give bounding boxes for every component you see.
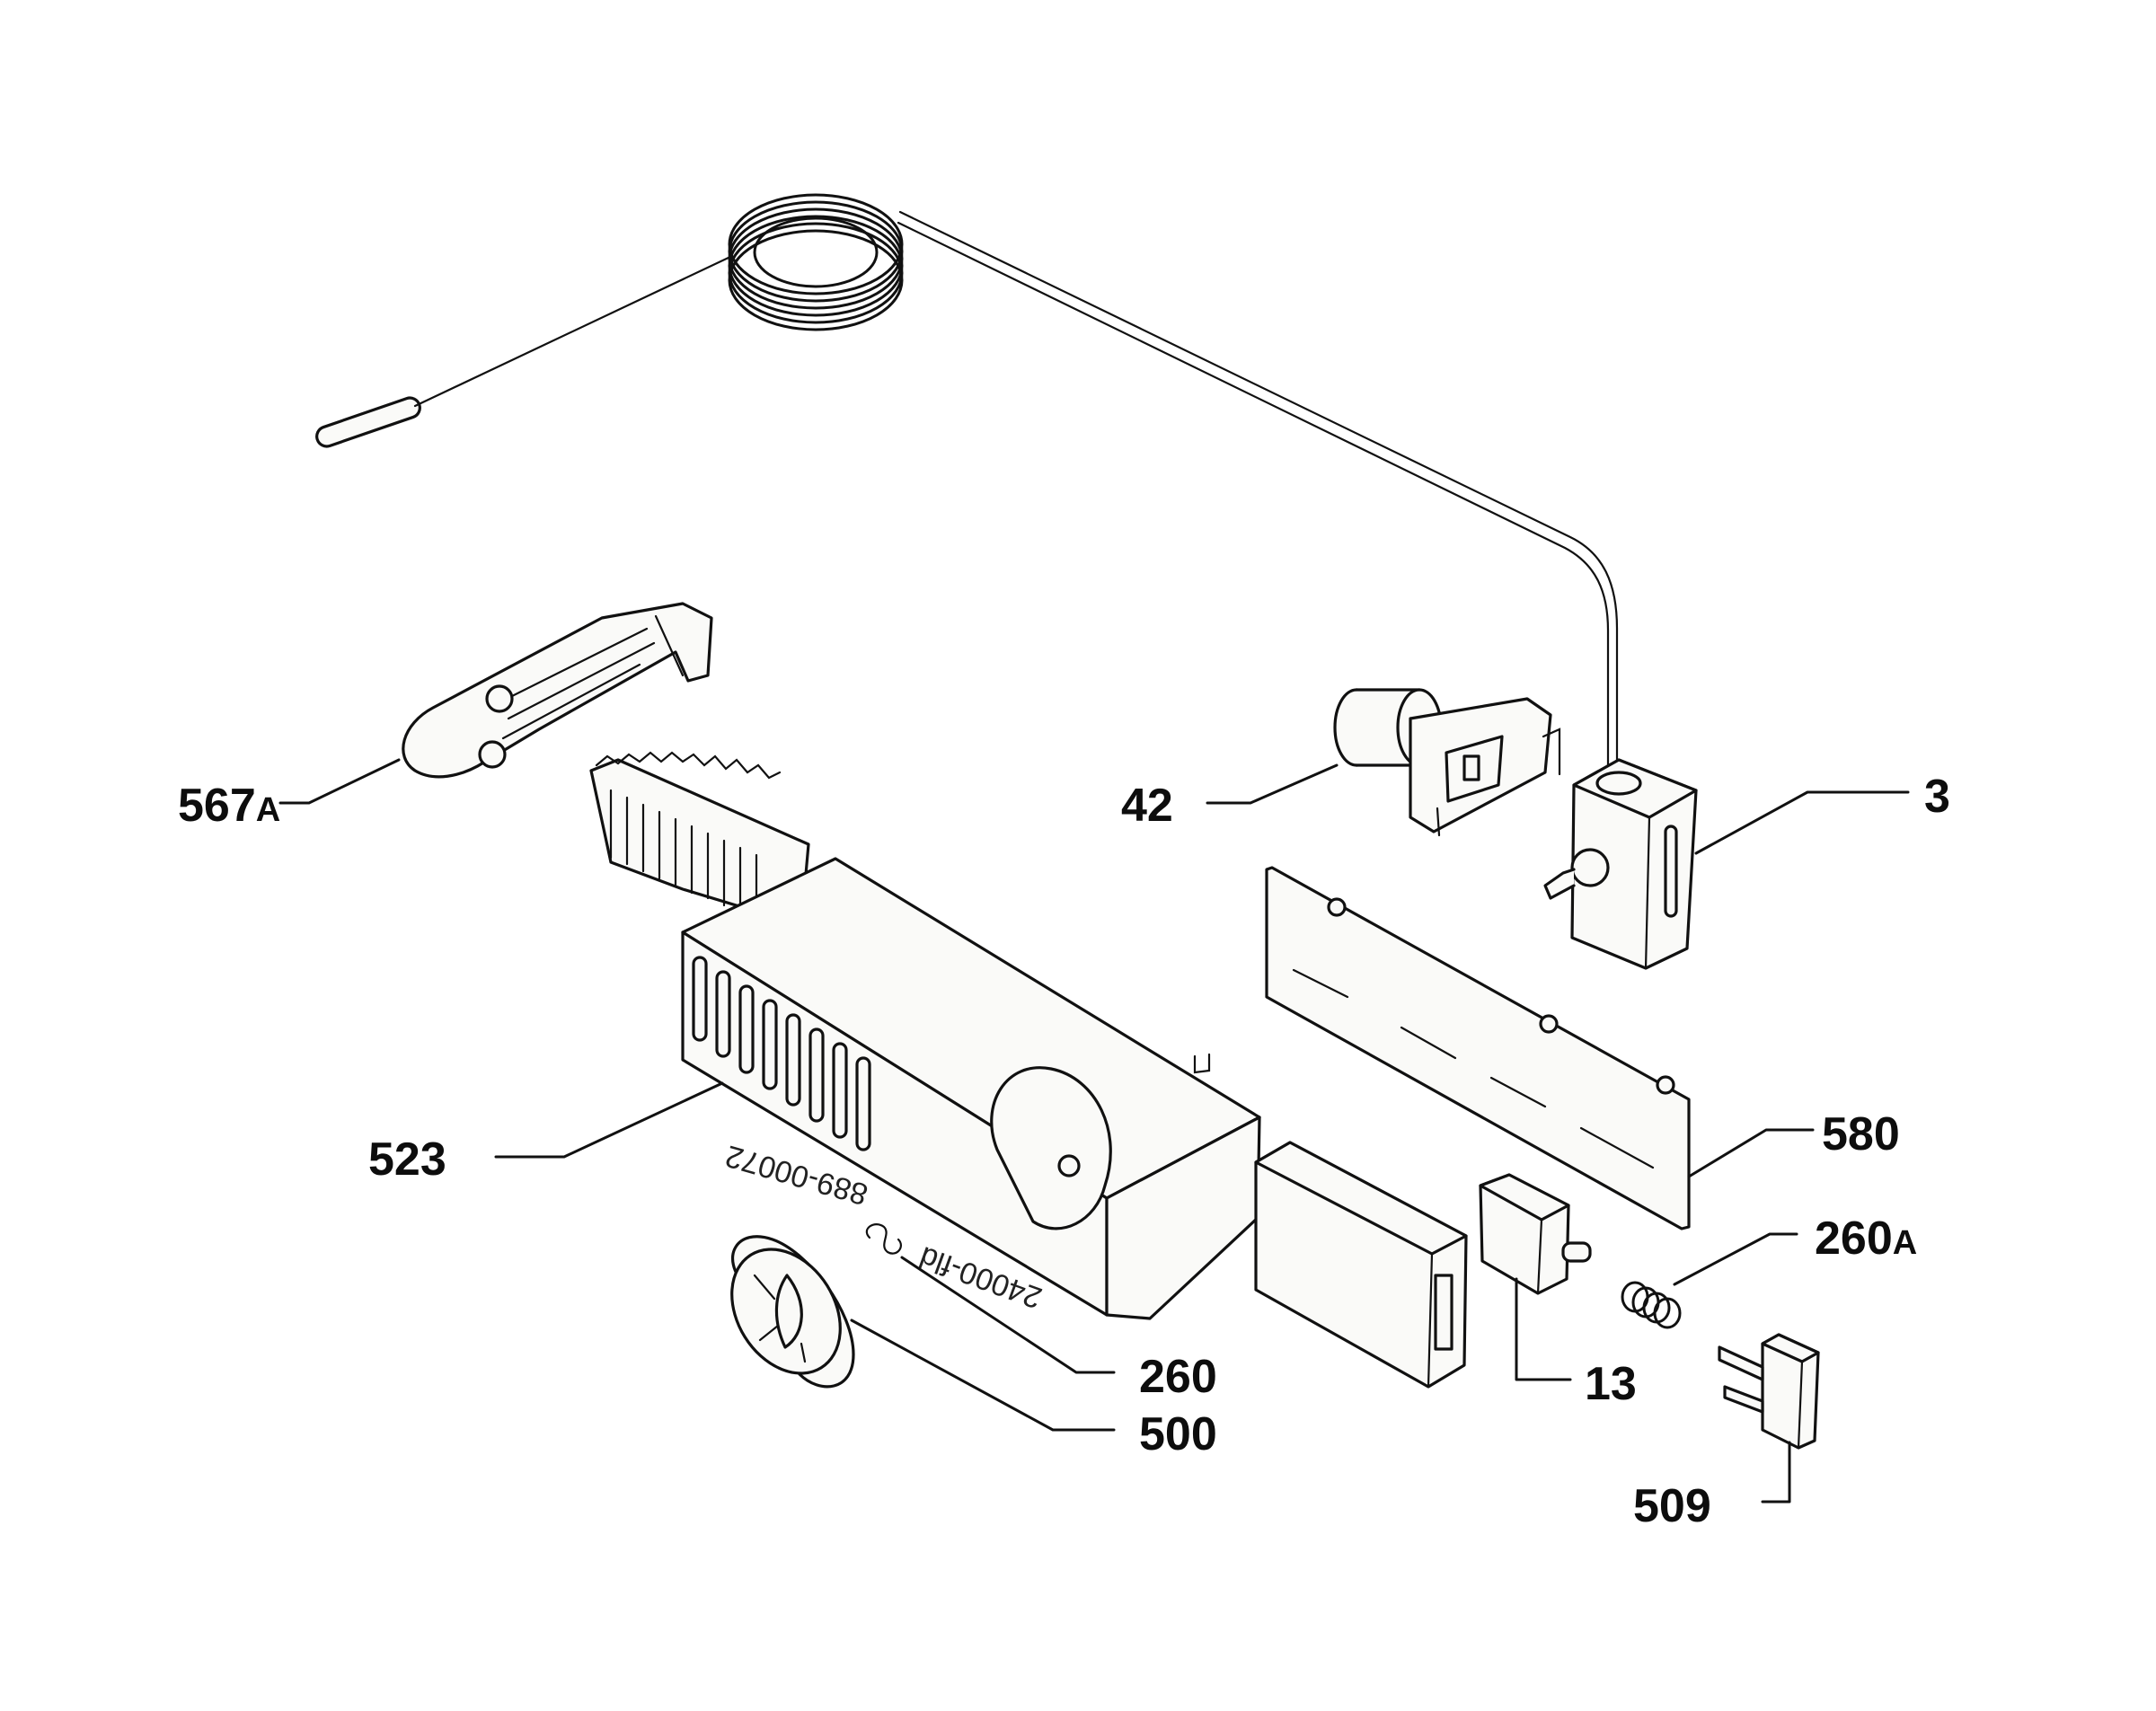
- spring-260a: [1621, 1281, 1682, 1329]
- sensor-bulb: [315, 396, 421, 448]
- leader-3: [1694, 790, 1910, 855]
- panel-580: [1265, 866, 1691, 1230]
- leader-13: [1515, 1277, 1572, 1381]
- capillary-tube-right: [898, 210, 1619, 770]
- control-housing-523: [589, 751, 1261, 1320]
- callout-580: 580: [1822, 1108, 1900, 1160]
- bracket-screw-hole-1: [485, 684, 514, 713]
- callout-567a: 567A: [178, 780, 280, 832]
- capillary-tube-assembly: [315, 193, 1619, 770]
- leader-lines: [278, 758, 1910, 1504]
- switch-block-13: [1479, 1173, 1592, 1295]
- callout-523: 523: [368, 1133, 446, 1186]
- bracket-567a: [402, 602, 713, 779]
- leader-567a: [278, 758, 401, 805]
- callout-42: 42: [1121, 780, 1173, 832]
- knob-500: [730, 1235, 855, 1389]
- lamp-holder-42: [1333, 688, 1561, 837]
- callout-509: 509: [1633, 1480, 1711, 1532]
- spring-clip-260: [865, 1223, 902, 1255]
- callout-260a: 260A: [1815, 1213, 1917, 1265]
- leader-260: [900, 1256, 1116, 1374]
- leader-42: [1206, 763, 1339, 805]
- callout-260: 260: [1139, 1351, 1217, 1403]
- leader-523: [494, 1081, 724, 1159]
- push-switch-509: [1718, 1333, 1820, 1450]
- callout-3: 3: [1924, 771, 1950, 823]
- bracket-screw-hole-2: [478, 740, 507, 769]
- knob-shaft-hole: [1057, 1154, 1081, 1177]
- callout-labels: 567A 42 3 523 580 260A 260 500 13 509: [178, 771, 1950, 1532]
- callout-13: 13: [1585, 1358, 1637, 1410]
- knob-boss: [990, 1066, 1112, 1230]
- capillary-tube-left: [413, 254, 734, 408]
- thermostat-3: [1543, 758, 1698, 970]
- capillary-coil: [728, 193, 904, 331]
- callout-500: 500: [1139, 1408, 1217, 1460]
- leader-509: [1761, 1441, 1791, 1504]
- leader-260a: [1673, 1232, 1798, 1286]
- cover-block: [1254, 1141, 1468, 1389]
- thermostat-shaft: [1570, 848, 1610, 887]
- leader-580: [1687, 1128, 1815, 1178]
- leader-500: [850, 1319, 1116, 1432]
